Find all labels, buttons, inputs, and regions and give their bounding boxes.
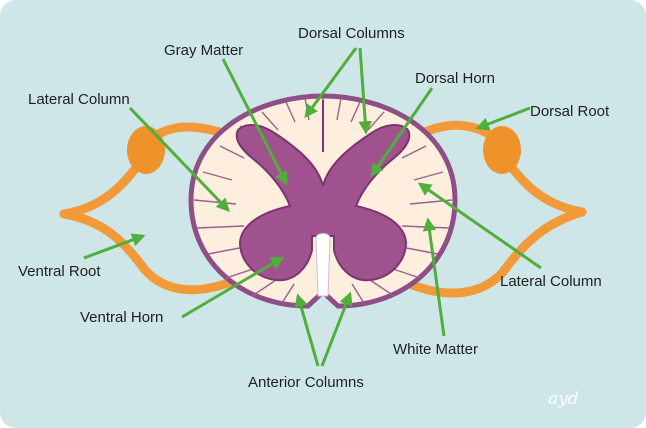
label-ventral-horn: Ventral Horn: [80, 309, 163, 326]
anterior-fissure: [315, 233, 331, 297]
arrow-lateral-column-left: [128, 106, 230, 212]
arrow-ventral-root: [83, 233, 146, 260]
arrow-ventral-horn: [181, 256, 285, 319]
left-ventral-root: [59, 209, 241, 295]
artist-signature: ayd: [548, 389, 579, 409]
right-spinal-nerve-upper: [503, 157, 587, 217]
label-white-matter: White Matter: [393, 341, 478, 358]
arrow-gray-matter: [221, 58, 288, 186]
arrow-dorsal-root: [475, 106, 531, 131]
label-ventral-root: Ventral Root: [18, 263, 101, 280]
label-lateral-column-right: Lateral Column: [500, 273, 602, 290]
label-dorsal-root: Dorsal Root: [530, 103, 610, 120]
arrow-dorsal-horn: [370, 87, 434, 178]
arrow-dorsal-columns-left: [304, 47, 358, 119]
right-ventral-root: [405, 207, 587, 298]
pointer-arrows: [83, 47, 542, 367]
right-dorsal-root-ganglion: [483, 126, 521, 174]
arrow-anterior-columns-right: [320, 291, 353, 367]
label-dorsal-columns: Dorsal Columns: [298, 25, 405, 42]
left-dorsal-root-ganglion: [127, 126, 165, 174]
label-dorsal-horn: Dorsal Horn: [415, 70, 495, 87]
label-anterior-columns: Anterior Columns: [248, 374, 364, 391]
arrow-lateral-column-right: [417, 182, 542, 270]
label-gray-matter: Gray Matter: [164, 42, 243, 59]
arrow-white-matter: [422, 217, 446, 337]
arrow-dorsal-columns-right: [358, 47, 372, 135]
label-lateral-column-left: Lateral Column: [28, 91, 130, 108]
arrow-anterior-columns-left: [294, 293, 320, 367]
